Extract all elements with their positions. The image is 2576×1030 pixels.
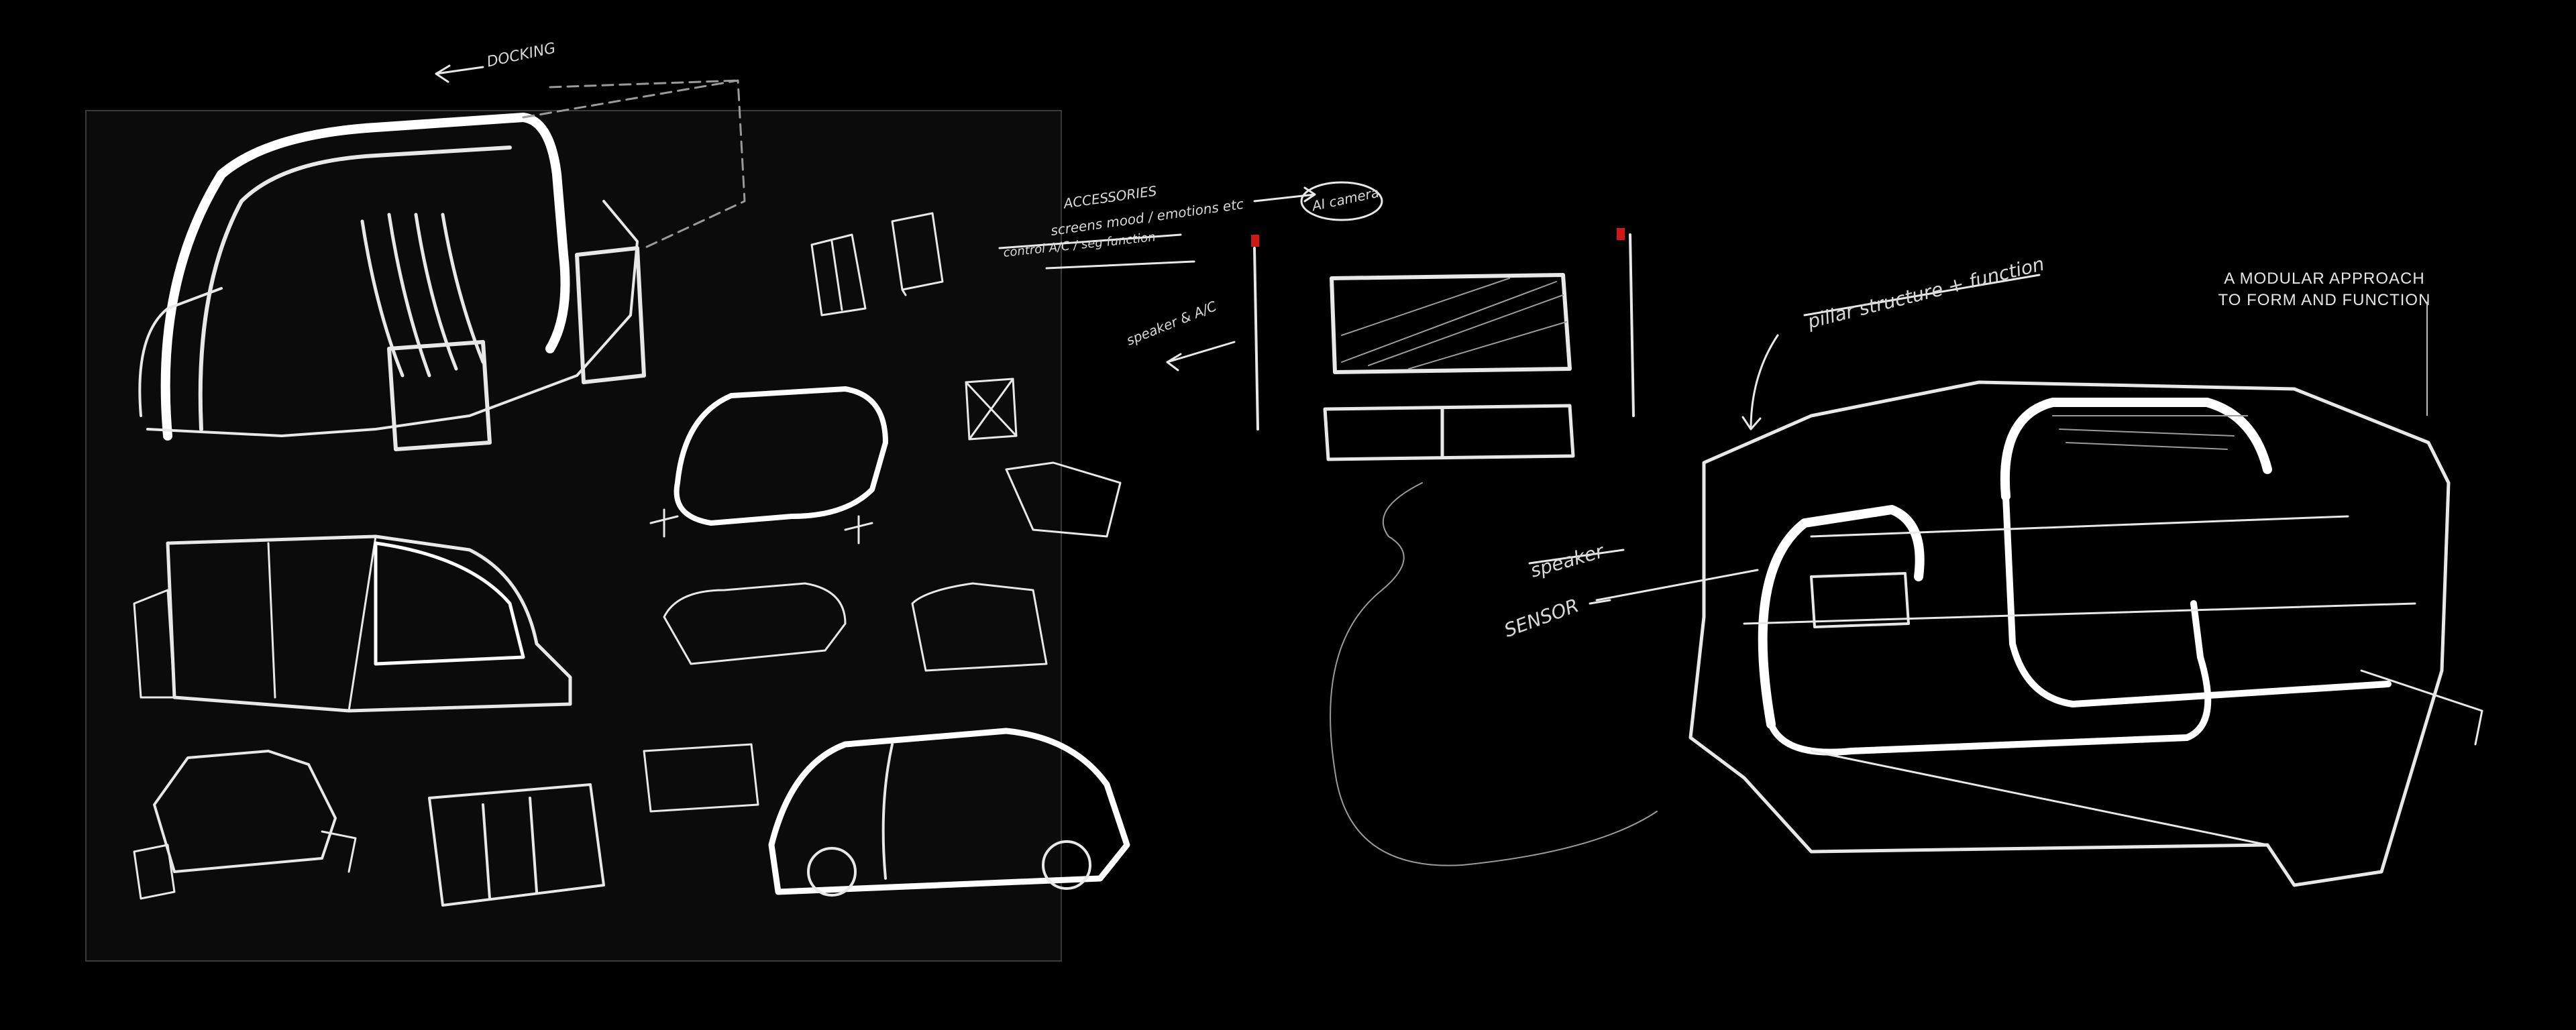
modular-vehicle-sketch bbox=[1688, 380, 2483, 887]
headline-line-1: A MODULAR APPROACH bbox=[2224, 270, 2425, 288]
annotation-lines bbox=[998, 181, 2041, 605]
headline-line-2: TO FORM AND FUNCTION bbox=[2218, 291, 2431, 309]
screen-diagram bbox=[1251, 228, 1658, 866]
van-sketch bbox=[133, 534, 572, 713]
wheel-frame-sketch bbox=[649, 386, 888, 545]
headline-rule bbox=[2426, 302, 2428, 416]
docking-pod-sketch bbox=[138, 64, 746, 451]
headline: A MODULAR APPROACH TO FORM AND FUNCTION bbox=[2214, 268, 2435, 311]
sketch-board-panel bbox=[85, 110, 1062, 962]
small-module-sketches bbox=[810, 212, 1122, 538]
small-car-sketches bbox=[663, 582, 1048, 672]
bottom-row-sketches bbox=[133, 728, 1130, 907]
